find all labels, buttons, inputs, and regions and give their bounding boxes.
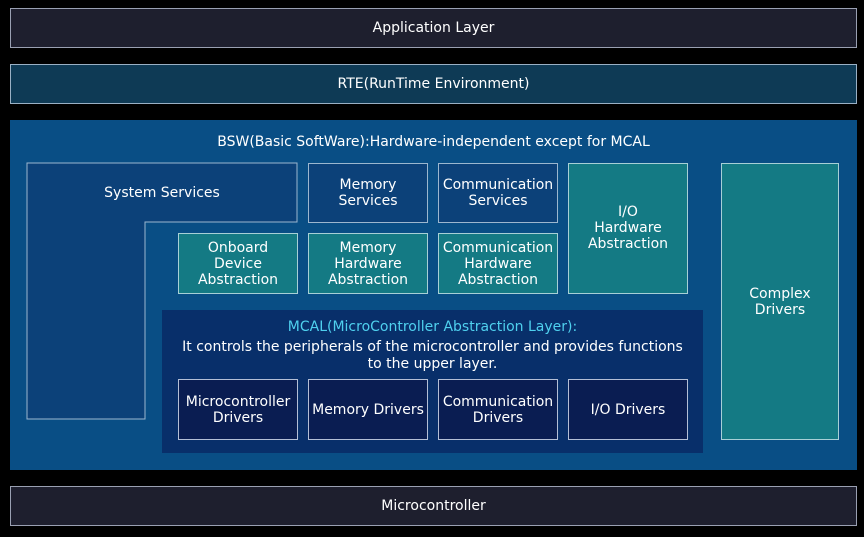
communication-services: Communication Services <box>438 163 558 223</box>
complex-drivers: Complex Drivers <box>721 163 839 440</box>
system-services-shape <box>26 162 298 420</box>
microcontroller-layer-label: Microcontroller <box>381 498 486 514</box>
mcal-title: MCAL(MicroController Abstraction Layer): <box>287 319 578 335</box>
microcontroller-layer: Microcontroller <box>10 486 857 526</box>
bsw-title: BSW(Basic SoftWare):Hardware-independent… <box>217 134 650 150</box>
communication-drivers: Communication Drivers <box>438 379 558 440</box>
io-hardware-abstraction: I/O Hardware Abstraction <box>568 163 688 294</box>
microcontroller-drivers: Microcontroller Drivers <box>178 379 298 440</box>
memory-services: Memory Services <box>308 163 428 223</box>
memory-hardware-abstraction: Memory Hardware Abstraction <box>308 233 428 294</box>
communication-hardware-abstraction: Communication Hardware Abstraction <box>438 233 558 294</box>
rte-layer: RTE(RunTime Environment) <box>10 64 857 104</box>
system-services-label: System Services <box>104 185 220 201</box>
io-drivers: I/O Drivers <box>568 379 688 440</box>
onboard-device-abstraction: Onboard Device Abstraction <box>178 233 298 294</box>
application-layer-label: Application Layer <box>372 20 495 36</box>
application-layer: Application Layer <box>10 8 857 48</box>
mcal-description: It controls the peripherals of the micro… <box>182 339 683 372</box>
memory-drivers: Memory Drivers <box>308 379 428 440</box>
rte-layer-label: RTE(RunTime Environment) <box>337 76 530 92</box>
